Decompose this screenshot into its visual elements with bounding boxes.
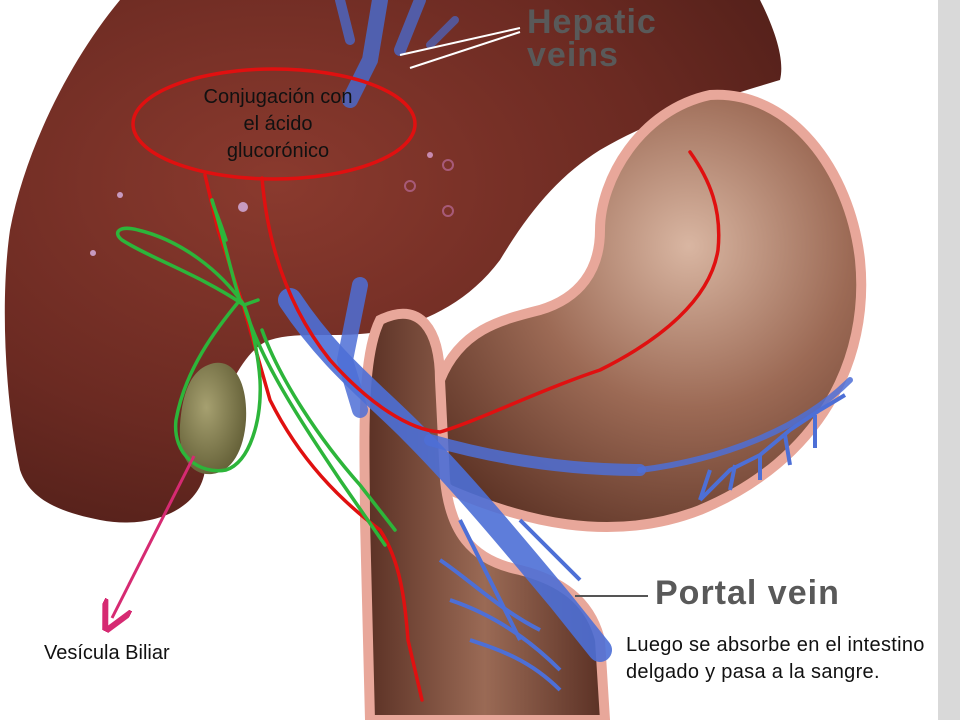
hepatic-veins-label-line2: veins [527, 36, 619, 74]
hepatic-veins-label: Hepatic veins [527, 3, 657, 74]
mesenteric-vessels [438, 393, 847, 692]
conjugation-label-line1: Conjugación con [203, 86, 353, 108]
portal-vein-label: Portal vein [655, 574, 840, 612]
liver-spots [404, 152, 454, 217]
hepatic-veins-label-line1: Hepatic [527, 3, 657, 41]
conjugation-ellipse [131, 67, 417, 181]
gallbladder-arrow [112, 455, 196, 618]
right-edge-strip [938, 0, 960, 720]
gallbladder [179, 362, 247, 475]
conjugation-label-line2: el ácido [243, 113, 313, 135]
conjugation-label: Conjugación con el ácido glucorónico [168, 84, 388, 165]
portal-vein [278, 277, 853, 662]
green-pathway [116, 198, 397, 547]
hepatic-veins [335, 0, 459, 108]
gallbladder-label: Vesícula Biliar [44, 642, 170, 664]
absorption-caption: Luego se absorbe en el intestino delgado… [626, 634, 925, 683]
conjugation-label-line3: glucorónico [226, 140, 330, 162]
hepatic-pointer-lines [399, 27, 521, 69]
